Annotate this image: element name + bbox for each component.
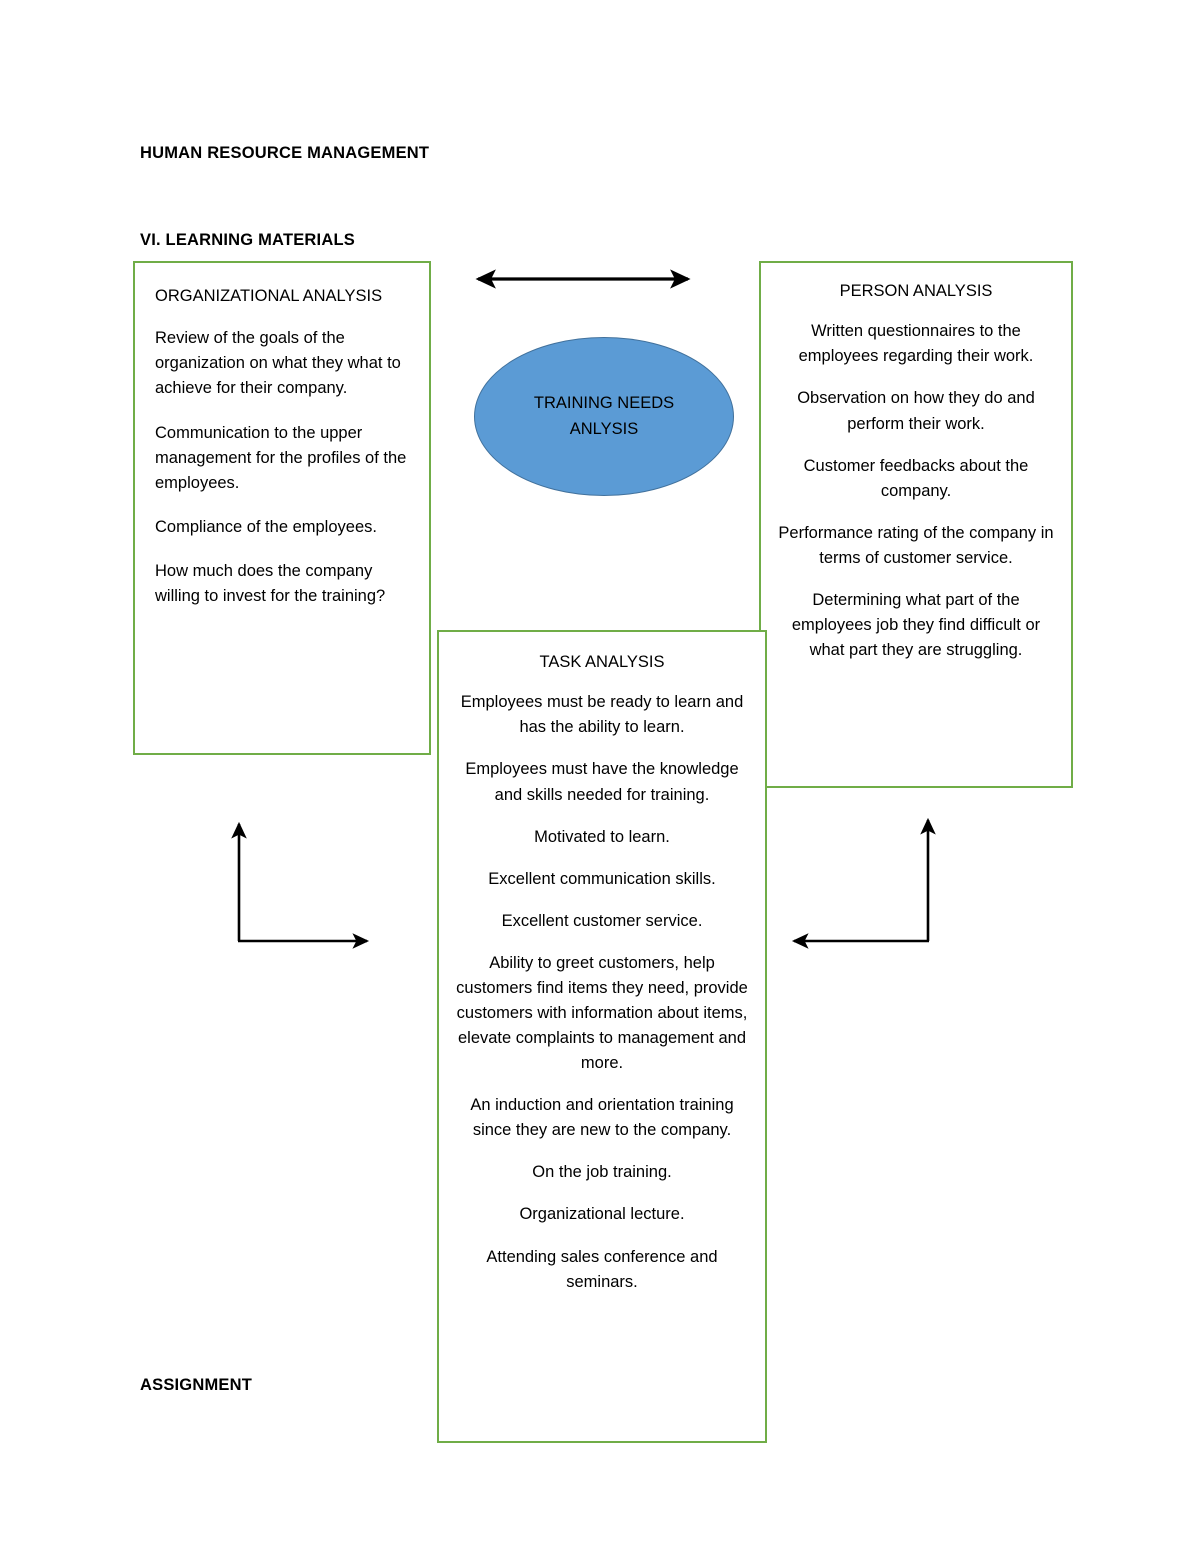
task-analysis-paragraph: An induction and orientation training si…	[470, 1096, 734, 1140]
task-analysis-content: TASK ANALYSIS Employees must be ready to…	[439, 632, 765, 1441]
person-analysis-heading: PERSON ANALYSIS	[839, 282, 993, 300]
person-analysis-paragraph: Performance rating of the company in ter…	[778, 523, 1054, 567]
page-title: HUMAN RESOURCE MANAGEMENT	[140, 144, 430, 162]
person-analysis-paragraph: Observation on how they do and perform t…	[797, 389, 1035, 433]
organizational-analysis-paragraph: Review of the goals of the organization …	[155, 329, 401, 398]
training-needs-analysis-label-line1: TRAINING NEEDS	[533, 393, 675, 412]
task-analysis-paragraph: Employees must have the knowledge and sk…	[465, 760, 739, 804]
training-needs-analysis-ellipse: TRAINING NEEDS ANLYSIS	[474, 337, 734, 496]
person-analysis-content: PERSON ANALYSIS Written questionnaires t…	[761, 263, 1071, 786]
training-needs-analysis-label: TRAINING NEEDS ANLYSIS	[516, 391, 692, 442]
organizational-analysis-heading: ORGANIZATIONAL ANALYSIS	[155, 287, 383, 305]
task-analysis-heading: TASK ANALYSIS	[539, 653, 665, 671]
person-analysis-paragraph: Determining what part of the employees j…	[791, 590, 1041, 660]
organizational-analysis-paragraph: Compliance of the employees.	[155, 517, 377, 536]
organizational-analysis-paragraph: How much does the company willing to inv…	[155, 561, 386, 605]
person-analysis-paragraph: Customer feedbacks about the company.	[803, 456, 1029, 500]
section-heading-learning-materials: VI. LEARNING MATERIALS	[140, 231, 355, 249]
person-analysis-box: PERSON ANALYSIS Written questionnaires t…	[759, 261, 1073, 788]
right-elbow-arrow	[791, 817, 936, 949]
task-analysis-paragraph: Excellent customer service.	[501, 911, 703, 930]
task-analysis-box: TASK ANALYSIS Employees must be ready to…	[437, 630, 767, 1443]
organizational-analysis-content: ORGANIZATIONAL ANALYSIS Review of the go…	[135, 263, 429, 753]
task-analysis-paragraph: Employees must be ready to learn and has…	[460, 693, 744, 737]
training-needs-analysis-label-line2: ANLYSIS	[569, 419, 639, 438]
task-analysis-paragraph: Ability to greet customers, help custome…	[456, 953, 748, 1073]
task-analysis-paragraph: Excellent communication skills.	[488, 869, 716, 888]
left-elbow-arrow	[231, 821, 370, 949]
task-analysis-paragraph: Attending sales conference and seminars.	[486, 1247, 718, 1291]
organizational-analysis-box: ORGANIZATIONAL ANALYSIS Review of the go…	[133, 261, 431, 755]
organizational-analysis-paragraph: Communication to the upper management fo…	[155, 423, 407, 492]
task-analysis-paragraph: Motivated to learn.	[534, 827, 670, 846]
task-analysis-paragraph: Organizational lecture.	[519, 1205, 685, 1224]
task-analysis-paragraph: On the job training.	[532, 1163, 672, 1182]
person-analysis-paragraph: Written questionnaires to the employees …	[798, 322, 1034, 366]
section-heading-assignment: ASSIGNMENT	[140, 1376, 253, 1394]
